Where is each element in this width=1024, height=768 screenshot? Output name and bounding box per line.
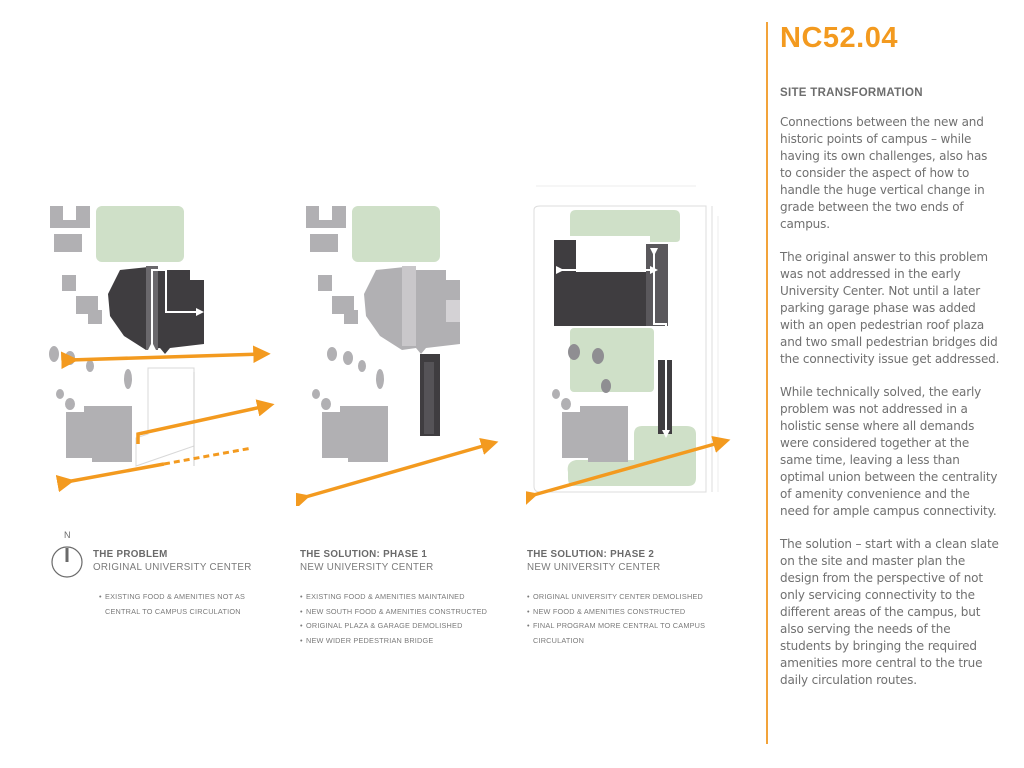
caption-subtitle: NEW UNIVERSITY CENTER — [300, 562, 434, 573]
caption-bullet: ORIGINAL PLAZA & GARAGE DEMOLISHED — [300, 619, 487, 634]
caption-subtitle: NEW UNIVERSITY CENTER — [527, 562, 661, 573]
tree-4 — [124, 369, 132, 389]
caption-bullets: ORIGINAL UNIVERSITY CENTER DEMOLISHED NE… — [527, 590, 705, 648]
new-university-center-wing — [646, 244, 668, 326]
building-sw — [562, 406, 628, 462]
building-small-2 — [332, 296, 354, 314]
caption-bullets: EXISTING FOOD & AMENITIES NOT AS CENTRAL… — [99, 590, 252, 619]
caption-bullet: EXISTING FOOD & AMENITIES NOT AS — [99, 590, 252, 605]
tree-1 — [49, 346, 59, 362]
caption-bullet: NEW SOUTH FOOD & AMENITIES CONSTRUCTED — [300, 605, 487, 620]
demolished-plaza — [402, 266, 416, 346]
demolished-garage — [446, 300, 460, 322]
north-needle-icon — [65, 548, 69, 562]
tree-3 — [358, 360, 366, 372]
courtyard-tree-1 — [568, 344, 580, 360]
walk-arrow-1 — [60, 345, 271, 370]
tree-5 — [56, 389, 64, 399]
green-courtyard — [570, 328, 654, 392]
caption-title: THE SOLUTION: PHASE 1 — [300, 549, 428, 560]
pedestrian-route — [148, 269, 204, 350]
caption-bullet-continued: CENTRAL TO CAMPUS CIRCULATION — [105, 606, 241, 616]
tree-2 — [65, 351, 75, 365]
building-nw-2 — [54, 234, 82, 252]
green-lawn — [96, 206, 184, 262]
pedestrian-bridge-arrow — [526, 435, 731, 506]
new-south-building-edge — [424, 362, 434, 434]
green-lawn — [352, 206, 440, 262]
building-sw — [322, 406, 388, 462]
building-nw-2 — [310, 234, 338, 252]
caption-phase-1: THE SOLUTION: PHASE 1 NEW UNIVERSITY CEN… — [300, 549, 487, 648]
paragraph-4: The solution – start with a clean slate … — [780, 537, 999, 687]
tree-6 — [561, 398, 571, 410]
courtyard-tree-2 — [592, 348, 604, 364]
caption-title: THE PROBLEM — [93, 549, 168, 560]
tree-3 — [86, 360, 94, 372]
project-code: NC52.04 — [780, 22, 898, 54]
tree-2 — [343, 351, 353, 365]
building-small-2 — [76, 296, 98, 314]
caption-bullet: EXISTING FOOD & AMENITIES MAINTAINED — [300, 590, 487, 605]
vertical-divider — [766, 22, 768, 744]
tree-1 — [327, 347, 337, 361]
section-title: SITE TRANSFORMATION — [780, 87, 923, 99]
building-small-3 — [344, 310, 358, 324]
caption-subtitle: ORIGINAL UNIVERSITY CENTER — [93, 562, 252, 573]
walk-arrow-2 — [136, 399, 275, 444]
caption-bullets: EXISTING FOOD & AMENITIES MAINTAINED NEW… — [300, 590, 487, 648]
tree-6 — [65, 398, 75, 410]
site-plan-problem — [40, 176, 280, 506]
caption-bullet: NEW FOOD & AMENITIES CONSTRUCTED — [527, 605, 705, 620]
paragraph-3: While technically solved, the early prob… — [780, 385, 998, 518]
caption-bullet-continued: CIRCULATION — [533, 635, 585, 645]
caption-title: THE SOLUTION: PHASE 2 — [527, 549, 655, 560]
caption-bullet: NEW WIDER PEDESTRIAN BRIDGE — [300, 634, 487, 649]
pedestrian-bridge-arrow — [296, 438, 499, 506]
building-small-3 — [88, 310, 102, 324]
north-label: N — [64, 530, 71, 540]
site-plan-phase-1 — [296, 176, 526, 506]
walk-arrow-3-dashed — [163, 446, 253, 466]
caption-phase-2: THE SOLUTION: PHASE 2 NEW UNIVERSITY CEN… — [527, 549, 705, 648]
old-parking-outline — [135, 367, 195, 467]
walk-arrow-3 — [55, 462, 165, 493]
caption-bullet: FINAL PROGRAM MORE CENTRAL TO CAMPUS — [527, 619, 705, 634]
north-arrow: N — [50, 530, 86, 586]
building-small-1 — [62, 275, 76, 291]
route-north-south — [650, 248, 670, 438]
text-panel: NC52.04 SITE TRANSFORMATION Connections … — [780, 20, 1000, 689]
tree-4 — [376, 369, 384, 389]
paragraph-2: The original answer to this problem was … — [780, 250, 1000, 366]
new-university-center — [554, 240, 650, 326]
building-small-1 — [318, 275, 332, 291]
tree-6 — [321, 398, 331, 410]
tree-5 — [312, 389, 320, 399]
building-nw — [306, 206, 346, 228]
north-circle-icon — [51, 546, 83, 578]
building-nw — [50, 206, 90, 228]
courtyard-tree-3 — [601, 379, 611, 393]
caption-problem: THE PROBLEM ORIGINAL UNIVERSITY CENTER E… — [93, 549, 252, 619]
paragraph-1: Connections between the new and historic… — [780, 115, 988, 231]
green-north — [570, 210, 680, 242]
building-sw — [66, 406, 132, 462]
tree-5 — [552, 389, 560, 399]
caption-bullet: ORIGINAL UNIVERSITY CENTER DEMOLISHED — [527, 590, 705, 605]
site-plan-phase-2 — [526, 176, 746, 506]
